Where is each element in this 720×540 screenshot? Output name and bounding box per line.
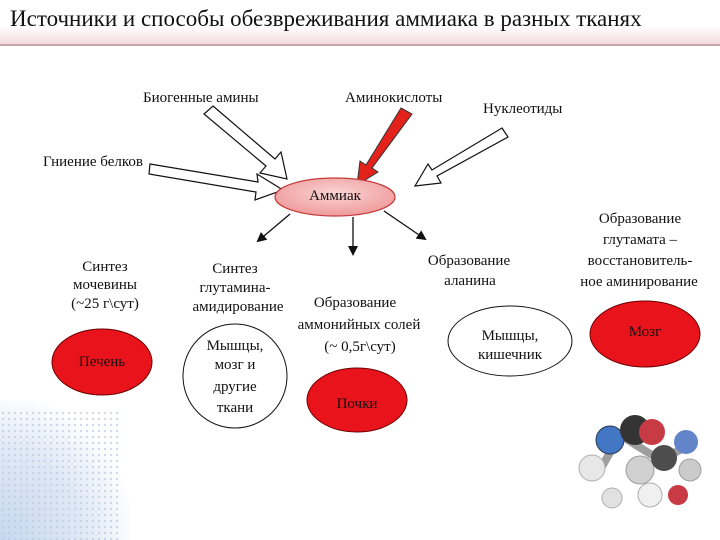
glutamate-line-3: восстановитель- xyxy=(587,253,693,269)
arrow-nucleotides xyxy=(413,127,509,187)
liver-label: Печень xyxy=(78,354,126,370)
ammonium-line-3: (~ 0,5г\сут) xyxy=(324,339,396,355)
ammonium-line-2: аммонийных солей xyxy=(297,317,421,333)
muscle-brain-line-3: другие xyxy=(213,379,257,395)
amino-acids-label: Аминокислоты xyxy=(345,90,443,106)
urea-line-3: (~25 г\сут) xyxy=(71,296,139,312)
nucleotides-label: Нуклеотиды xyxy=(483,101,563,117)
glutamine-line-3: амидирование xyxy=(192,299,284,315)
muscle-brain-line-1: Мышцы, xyxy=(206,338,264,354)
muscle-intestine-line-2: кишечник xyxy=(477,347,543,363)
glutamine-line-1: Синтез xyxy=(212,261,258,277)
liver-oval xyxy=(51,328,153,396)
muscle-brain-line-4: ткани xyxy=(216,400,254,416)
alanine-line-2: аланина xyxy=(444,273,496,289)
muscle-brain-line-2: мозг и xyxy=(214,357,256,373)
glutamate-line-2: глутамата – xyxy=(602,232,678,248)
corner-dot-pattern xyxy=(0,410,120,540)
arrow-biogenic-amines xyxy=(203,105,288,180)
kidney-label: Почки xyxy=(336,396,378,412)
arrow-amino-acids xyxy=(356,107,413,186)
protein-decay-label: Гниение белков xyxy=(43,154,143,170)
glutamate-line-1: Образование xyxy=(598,211,682,227)
alanine-line-1: Образование xyxy=(427,253,511,269)
biogenic-amines-label: Биогенные амины xyxy=(143,90,259,106)
muscle-brain-oval xyxy=(182,323,288,429)
urea-line-2: мочевины xyxy=(72,277,138,293)
ammonia-oval xyxy=(274,177,396,217)
arrow-to-alanine xyxy=(383,210,427,241)
glutamine-line-2: глутамина- xyxy=(199,280,271,296)
ammonia-label: Аммиак xyxy=(309,188,361,204)
brain-oval xyxy=(589,300,701,368)
urea-line-1: Синтез xyxy=(82,259,128,275)
muscle-intestine-oval xyxy=(447,305,573,377)
ammonium-line-1: Образование xyxy=(313,295,397,311)
brain-label: Мозг xyxy=(628,324,662,340)
glutamate-line-4: ное аминирование xyxy=(580,274,698,290)
kidney-oval xyxy=(306,367,408,433)
title-bar: Источники и способы обезвреживания аммиа… xyxy=(0,0,720,46)
molecule-image xyxy=(578,415,702,509)
page-title: Источники и способы обезвреживания аммиа… xyxy=(10,6,642,31)
arrow-protein-decay xyxy=(148,163,285,201)
muscle-intestine-line-1: Мышцы, xyxy=(481,328,539,344)
arrow-to-glutamine xyxy=(256,213,291,243)
